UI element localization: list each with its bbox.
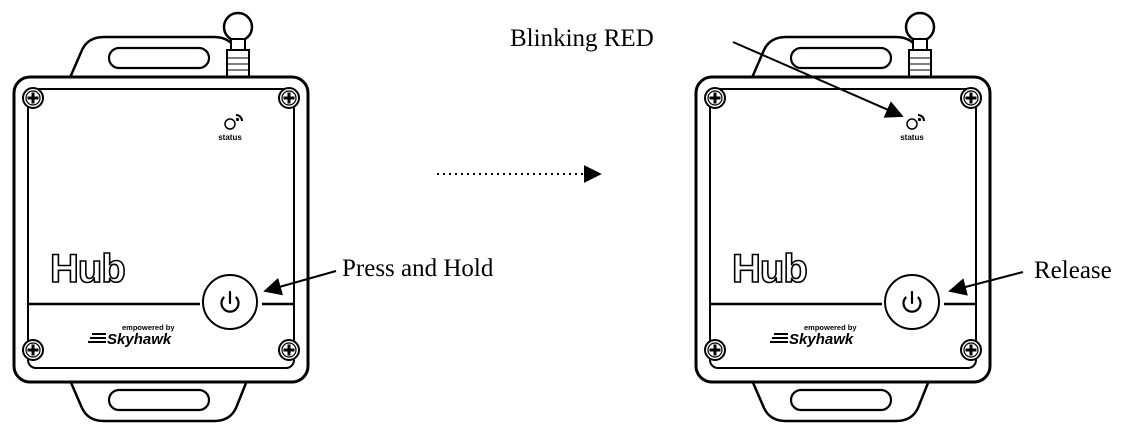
screw-icon xyxy=(277,86,301,110)
screw-icon xyxy=(21,86,45,110)
release-label: Release xyxy=(1034,257,1112,284)
bottom-slot xyxy=(107,388,211,412)
hub-logo: Hub xyxy=(50,247,125,291)
screw-icon xyxy=(703,86,727,110)
antenna-icon xyxy=(222,11,254,83)
screw-icon xyxy=(21,338,45,362)
power-button[interactable] xyxy=(884,274,940,330)
top-slot xyxy=(107,46,211,70)
press-hold-label: Press and Hold xyxy=(342,255,494,282)
press-hold-arrow xyxy=(263,270,337,296)
bottom-slot xyxy=(789,388,893,412)
skyhawk-logo-icon xyxy=(88,333,106,343)
screw-icon xyxy=(703,338,727,362)
empowered-by-label: empowered by xyxy=(804,323,857,332)
skyhawk-logo: Skyhawk xyxy=(107,331,172,348)
hub-device-left: status Hub empowered by Skyhawk xyxy=(12,11,310,423)
signal-icon xyxy=(235,114,243,122)
empowered-by-label: empowered by xyxy=(122,323,175,332)
top-slot xyxy=(789,46,893,70)
blinking-red-label: Blinking RED xyxy=(510,25,654,52)
status-label: status xyxy=(900,133,924,142)
skyhawk-logo-icon xyxy=(770,333,788,343)
hub-device-right: status Hub empowered by Skyhawk xyxy=(694,11,992,423)
skyhawk-logo: Skyhawk xyxy=(789,331,854,348)
status-led xyxy=(906,118,918,130)
screw-icon xyxy=(277,338,301,362)
hub-logo: Hub xyxy=(732,247,807,291)
status-label: status xyxy=(218,133,242,142)
screw-icon xyxy=(959,86,983,110)
release-arrow xyxy=(948,271,1024,296)
blinking-red-arrow xyxy=(732,41,904,118)
screw-icon xyxy=(959,338,983,362)
power-icon xyxy=(220,290,240,313)
signal-icon xyxy=(917,114,925,122)
status-led xyxy=(224,118,236,130)
antenna-icon xyxy=(904,11,936,83)
power-button[interactable] xyxy=(202,274,258,330)
power-icon xyxy=(902,290,922,313)
